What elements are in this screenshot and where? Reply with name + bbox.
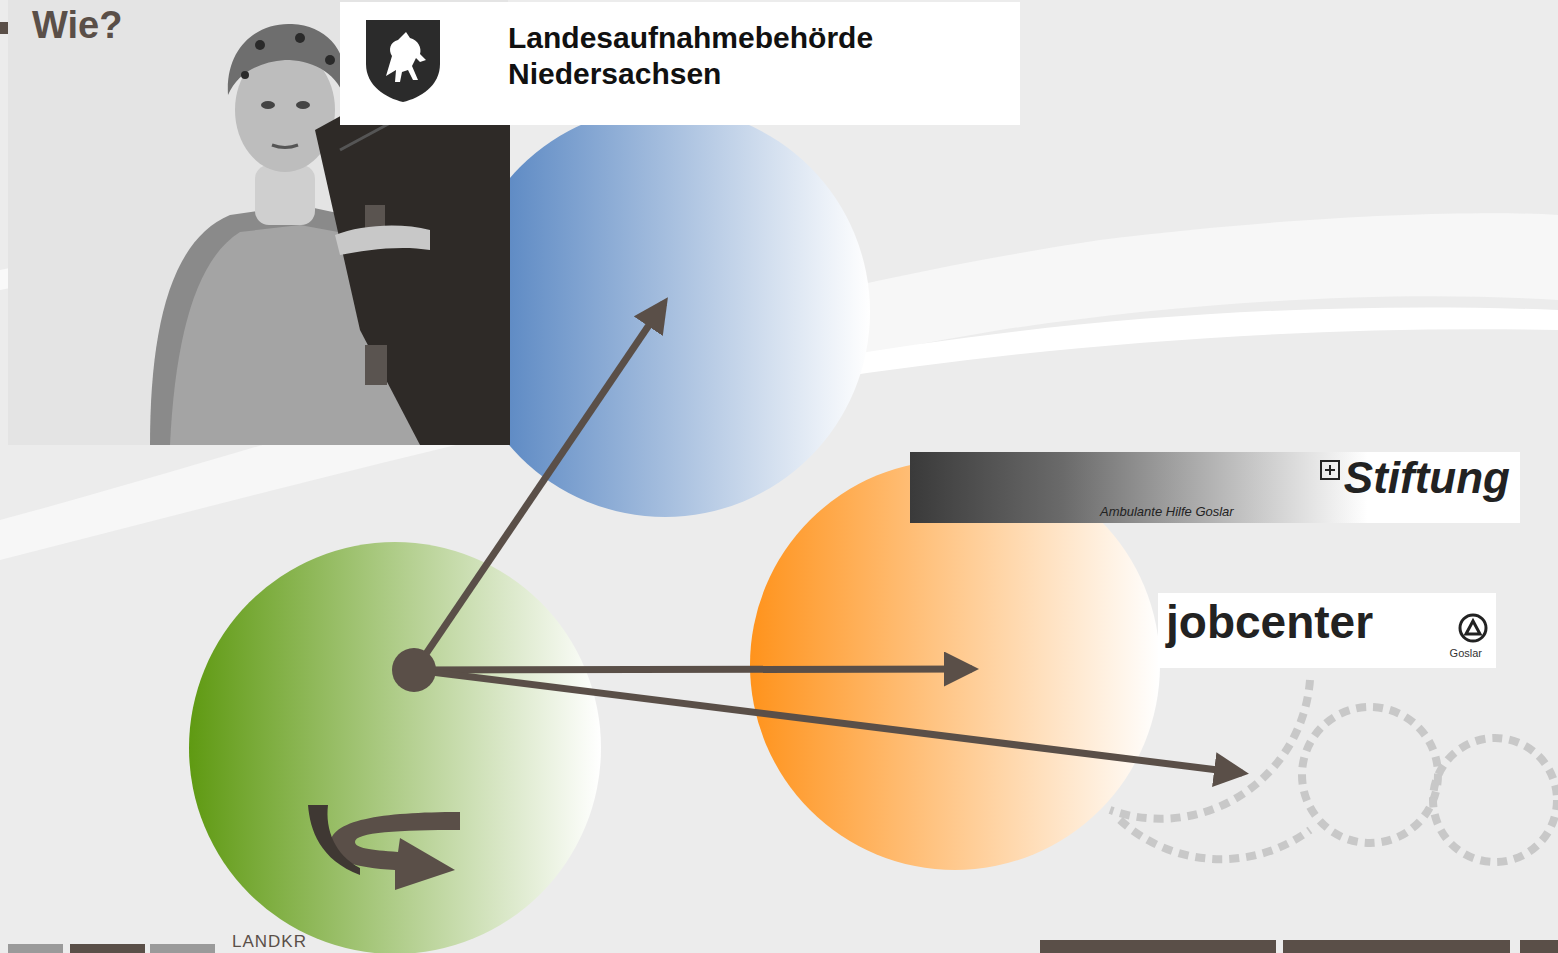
logo-subtitle: Goslar: [1450, 647, 1482, 659]
logo-subtitle: Ambulante Hilfe Goslar: [1100, 504, 1234, 519]
logo-name: Landesaufnahmebehörde Niedersachsen: [508, 20, 948, 92]
logo-name: Stiftung: [1344, 454, 1510, 502]
logo-bar: StiftungAmbulante Hilfe Goslar: [910, 452, 1520, 523]
arrows: [415, 303, 1242, 773]
stiftung-icon: [1320, 460, 1340, 480]
logo-box: jobcenterGoslar: [1158, 593, 1496, 668]
footer-text: LANDKR: [232, 932, 307, 952]
logo-box: Landesaufnahmebehörde Niedersachsen: [340, 2, 1020, 125]
crest: [358, 14, 448, 104]
logo-name: jobcenter: [1166, 597, 1373, 648]
cycle-arrow: [308, 770, 460, 890]
jobcenter-icon: [1458, 613, 1488, 643]
photo: [8, 0, 510, 445]
slide-title: Wie?: [32, 4, 122, 47]
